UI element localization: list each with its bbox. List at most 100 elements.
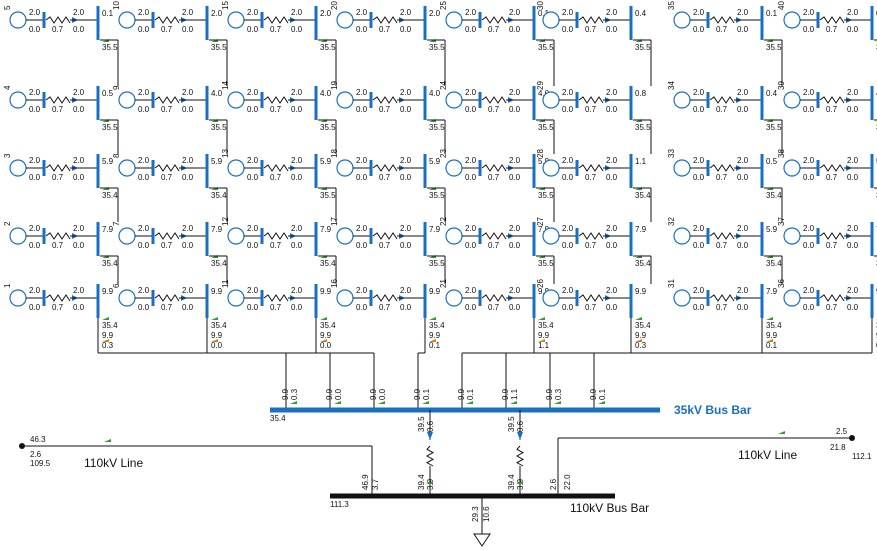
main-tx-top-mw: 39.5 [507, 416, 516, 432]
generator-symbol [445, 11, 463, 29]
feeder-q-label: 0.0 [737, 303, 749, 312]
bus35-tap-mvar: 0.1 [598, 388, 607, 400]
generator-id: 21 [439, 279, 448, 288]
gen-pf-label: 0.7 [161, 241, 173, 250]
gen-p-label: 2.0 [138, 224, 150, 233]
feeder-bus-voltage: 35.4 [211, 191, 227, 200]
generator-symbol [9, 11, 27, 29]
feeder-bus-voltage: 35.4 [102, 259, 118, 268]
feeder-bus-voltage: 35.5 [635, 43, 651, 52]
gen-pf-label: 0.7 [270, 105, 282, 114]
generator-id: 35 [667, 1, 676, 10]
gen-q-label: 0.0 [356, 241, 368, 250]
gen-pf-label: 0.7 [826, 173, 838, 182]
gen-q-label: 0.0 [693, 241, 705, 250]
segment-flow-label: 9.9 [102, 287, 114, 296]
step-up-transformer [481, 232, 507, 240]
generator-symbol [227, 91, 245, 109]
generator-symbol [783, 11, 801, 29]
flow-flag [538, 317, 545, 320]
bus35-tap-mw: 9.9 [589, 388, 598, 400]
gen-pf-label: 0.7 [716, 303, 728, 312]
generator-id: 24 [439, 81, 448, 90]
gen-pf-label: 0.7 [52, 105, 64, 114]
gen-pf-label: 0.7 [716, 105, 728, 114]
feeder-q-label: 0.0 [73, 173, 85, 182]
gen-pf-label: 0.7 [488, 241, 500, 250]
feeder-bus-voltage: 35.5 [538, 43, 554, 52]
gen-p-label: 2.0 [247, 286, 259, 295]
gen-q-label: 0.0 [803, 303, 815, 312]
gen-pf-label: 0.7 [826, 105, 838, 114]
generator-symbol [542, 11, 560, 29]
right-kv-label: 112.1 [852, 452, 872, 461]
feeder-q-label: 0.0 [847, 173, 859, 182]
generator-symbol [673, 11, 691, 29]
gen-p-label: 2.0 [138, 8, 150, 17]
main-tx-bot-mw: 39.4 [507, 474, 516, 490]
generator-id: 15 [221, 1, 230, 10]
generator-symbol [336, 91, 354, 109]
gen-q-label: 0.0 [247, 173, 259, 182]
generator-symbol [783, 91, 801, 109]
step-up-transformer [263, 16, 289, 24]
feeder-p-label: 2.0 [737, 224, 749, 233]
step-up-transformer [263, 96, 289, 104]
feeder-bus-voltage: 35.5 [211, 123, 227, 132]
main-tx-top-mvar: 0.6 [516, 420, 525, 432]
generator-id: 38 [777, 149, 786, 158]
gen-q-label: 0.0 [562, 303, 574, 312]
cable-flag [102, 339, 109, 342]
feeder-q-label: 0.0 [73, 25, 85, 34]
gen-q-label: 0.0 [465, 303, 477, 312]
gen-q-label: 0.0 [356, 173, 368, 182]
feeder-p-label: 2.0 [606, 156, 618, 165]
main-tx-flag [516, 481, 523, 484]
gen-p-label: 2.0 [693, 224, 705, 233]
segment-flow-label: 7.9 [211, 225, 223, 234]
generator-id: 28 [536, 149, 545, 158]
gen-pf-label: 0.7 [585, 25, 597, 34]
gen-p-label: 2.0 [562, 224, 574, 233]
feeder-q-label: 0.0 [73, 303, 85, 312]
gen-pf-label: 0.7 [379, 105, 391, 114]
gen-p-label: 2.0 [29, 8, 41, 17]
segment-flow-label: 4.0 [320, 89, 332, 98]
feeder-p-label: 2.0 [737, 286, 749, 295]
generator-id: 1 [3, 283, 12, 288]
gen-pf-label: 0.7 [270, 241, 282, 250]
gen-pf-label: 0.7 [270, 25, 282, 34]
generator-symbol [336, 11, 354, 29]
feeder-p-label: 2.0 [509, 156, 521, 165]
step-up-transformer [263, 164, 289, 172]
step-up-transformer [263, 294, 289, 302]
gen-p-label: 2.0 [29, 156, 41, 165]
gen-q-label: 0.0 [465, 241, 477, 250]
step-up-transformer [372, 164, 398, 172]
segment-flow-label: 9.9 [211, 287, 223, 296]
segment-flow-label: 7.9 [538, 225, 550, 234]
feeder-q-label: 0.0 [400, 303, 412, 312]
step-up-transformer [819, 294, 845, 302]
gen-q-label: 0.0 [562, 105, 574, 114]
step-up-transformer [372, 294, 398, 302]
feeder-bus-voltage: 35.5 [102, 43, 118, 52]
feeder-p-label: 2.0 [73, 8, 85, 17]
feeder-p-label: 2.0 [291, 224, 303, 233]
feeder-q-label: 0.0 [737, 105, 749, 114]
gen-q-label: 0.0 [356, 25, 368, 34]
segment-flow-label: 7.9 [635, 225, 647, 234]
left-mvar-label: 2.6 [30, 450, 42, 459]
feeder-q-label: 0.0 [737, 25, 749, 34]
flow-flag [102, 317, 109, 320]
segment-flow-label: 4.0 [538, 89, 550, 98]
step-up-transformer [578, 232, 604, 240]
gen-pf-label: 0.7 [488, 25, 500, 34]
generator-symbol [445, 227, 463, 245]
bus110-name-label: 110kV Bus Bar [570, 501, 650, 515]
feeder-p-label: 2.0 [847, 156, 859, 165]
generator-id: 11 [221, 279, 230, 288]
gen-pf-label: 0.7 [161, 105, 173, 114]
cable-mvar-label: 0.1 [766, 341, 778, 350]
gen-p-label: 2.0 [247, 88, 259, 97]
